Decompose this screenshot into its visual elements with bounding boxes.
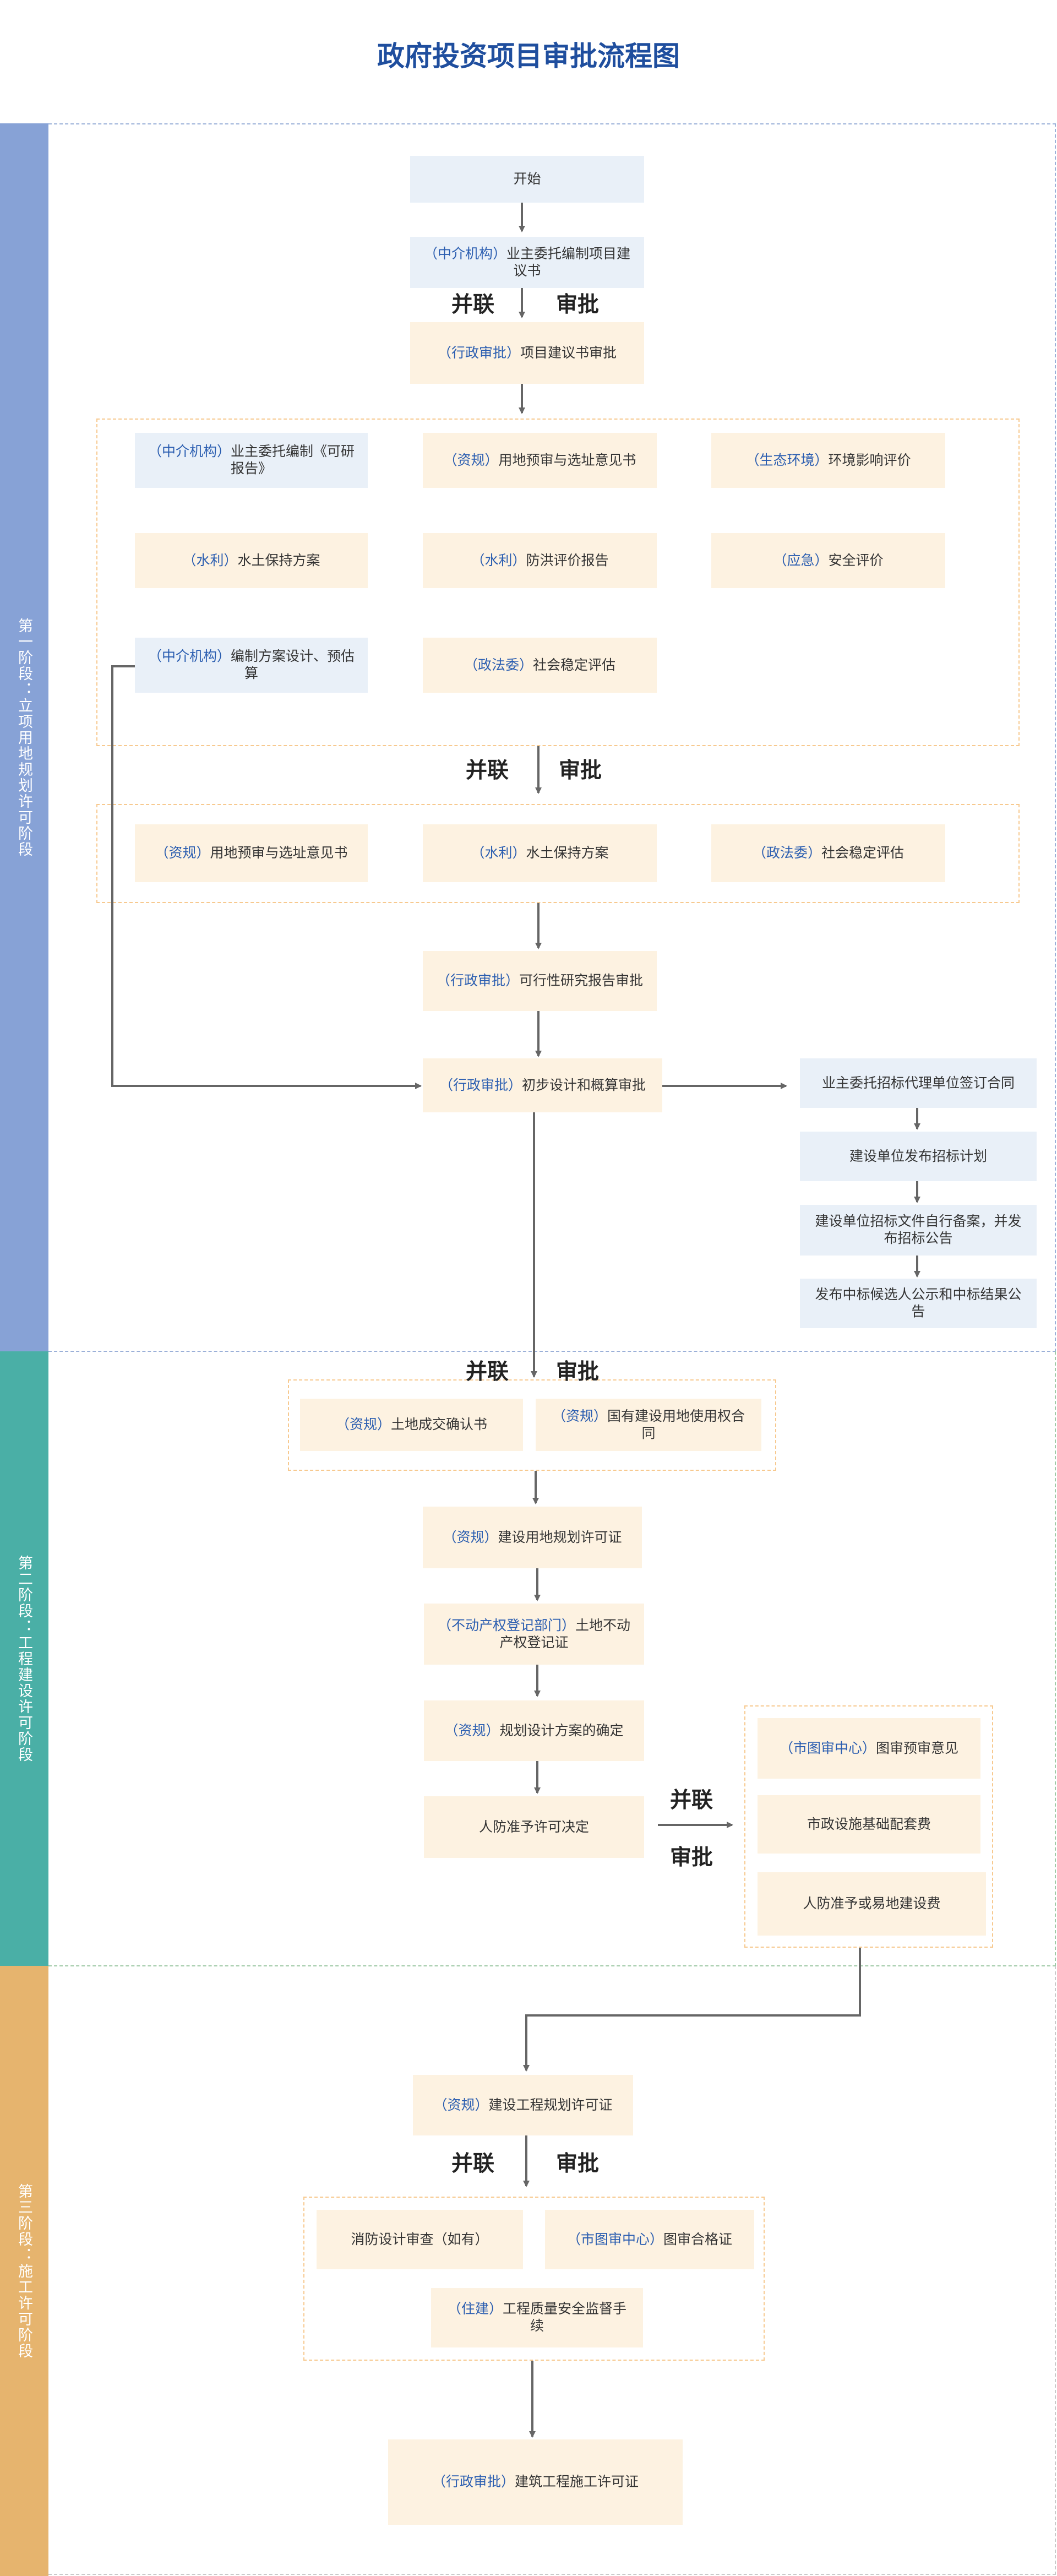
parallel-label-1-left: 并联 <box>451 293 495 317</box>
parallel-label-3-left: 并联 <box>466 1360 509 1384</box>
node-civil-fee: 人防准予或易地建设费 <box>758 1872 986 1936</box>
node-stability-2: （政法委）社会稳定评估 <box>711 824 945 882</box>
parallel-label-1-right: 审批 <box>556 293 600 317</box>
node-feasibility-review: （行政审批）可行性研究报告审批 <box>423 951 657 1011</box>
node-land-deal: （资规）土地成交确认书 <box>300 1399 523 1451</box>
node-soil-plan-2: （水利）水土保持方案 <box>423 824 657 882</box>
node-prelim-design: （行政审批）初步设计和概算审批 <box>423 1058 662 1112</box>
parallel-group-land <box>288 1379 776 1471</box>
parallel-label-2-left: 并联 <box>466 759 509 782</box>
node-bid-docs: 建设单位招标文件自行备案，并发布招标公告 <box>800 1205 1037 1256</box>
node-civil-defense: 人防准予许可决定 <box>424 1796 644 1858</box>
node-municipal-fee: 市政设施基础配套费 <box>758 1795 980 1854</box>
stage-1-container <box>48 123 1056 1352</box>
node-stability-1: （政法委）社会稳定评估 <box>423 638 657 693</box>
parallel-label-3-right: 审批 <box>556 1360 600 1384</box>
node-design-prep: （中介机构）编制方案设计、预估算 <box>135 638 368 693</box>
node-proposal-prep: （中介机构）业主委托编制项目建议书 <box>410 237 644 288</box>
parallel-label-2-right: 审批 <box>559 759 602 782</box>
node-eng-planning: （资规）建设工程规划许可证 <box>413 2075 633 2135</box>
parallel-label-4-top: 并联 <box>670 1789 713 1812</box>
parallel-label-5-left: 并联 <box>451 2152 495 2176</box>
parallel-group-feasibility <box>96 419 1020 746</box>
node-land-pre-2: （资规）用地预审与选址意见书 <box>135 824 368 882</box>
stage-1-label: 第一阶段：立项用地规划许可阶段 <box>16 617 32 857</box>
stage-3-label: 第三阶段：施工许可阶段 <box>16 2183 32 2359</box>
node-safety-eval: （应急）安全评价 <box>711 533 945 588</box>
node-construction-permit: （行政审批）建筑工程施工许可证 <box>388 2439 683 2525</box>
node-fire-review: 消防设计审查（如有） <box>317 2210 523 2269</box>
page-title: 政府投资项目审批流程图 <box>377 41 680 72</box>
node-bid-result: 发布中标候选人公示和中标结果公告 <box>800 1279 1037 1328</box>
node-bid-agent: 业主委托招标代理单位签订合同 <box>800 1058 1037 1108</box>
parallel-label-4-bottom: 审批 <box>670 1846 713 1869</box>
parallel-group-fees <box>744 1705 993 1948</box>
node-land-pre-1: （资规）用地预审与选址意见书 <box>423 433 657 488</box>
parallel-group-construction <box>303 2197 765 2361</box>
node-start: 开始 <box>410 156 644 203</box>
stage-2-band <box>0 1351 48 1966</box>
node-proposal-review: （行政审批）项目建议书审批 <box>410 322 644 384</box>
stage-2-label: 第二阶段：工程建设许可阶段 <box>16 1555 32 1763</box>
stage-3-band <box>0 1966 48 2576</box>
parallel-label-5-right: 审批 <box>556 2152 600 2176</box>
node-land-planning: （资规）建设用地规划许可证 <box>423 1507 642 1568</box>
node-soil-plan-1: （水利）水土保持方案 <box>135 533 368 588</box>
node-plan-design: （资规）规划设计方案的确定 <box>424 1700 644 1761</box>
node-env-assess: （生态环境）环境影响评价 <box>711 433 945 488</box>
stage-3-container <box>48 1966 1056 2575</box>
node-property-reg: （不动产权登记部门）土地不动产权登记证 <box>424 1604 644 1665</box>
node-flood-eval: （水利）防洪评价报告 <box>423 533 657 588</box>
node-drawing-cert: （市图审中心）图审合格证 <box>545 2210 754 2269</box>
node-land-contract: （资规）国有建设用地使用权合同 <box>536 1399 761 1451</box>
arrow-design-to-prelim <box>111 665 422 1089</box>
parallel-group-feasibility-2 <box>96 804 1020 903</box>
node-drawing-pre: （市图审中心）图审预审意见 <box>758 1718 980 1779</box>
node-quality-safety: （住建）工程质量安全监督手续 <box>431 2288 643 2347</box>
node-feasibility-prep: （中介机构）业主委托编制《可研报告》 <box>135 433 368 488</box>
node-bid-plan: 建设单位发布招标计划 <box>800 1132 1037 1181</box>
stage-1-band <box>0 123 48 1351</box>
stage-2-container <box>48 1351 1056 1966</box>
arrow-fees-to-stage3 <box>523 1948 861 2072</box>
